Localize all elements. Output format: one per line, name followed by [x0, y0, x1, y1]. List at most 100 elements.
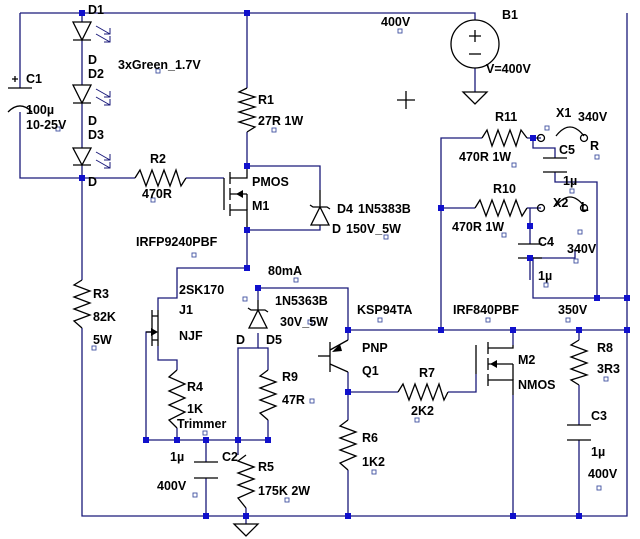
- label-m2-part: IRF840PBF: [453, 303, 519, 317]
- label-r10: R10: [493, 182, 516, 196]
- label-r4: R4: [187, 380, 203, 394]
- label-r9-value: 47R: [282, 393, 305, 407]
- label-x2-value: 340V: [567, 242, 597, 256]
- label-c2-voltage: 400V: [157, 479, 187, 493]
- label-d4-type: D: [332, 222, 341, 236]
- capacitor-c5: [543, 157, 567, 173]
- led-d3: [71, 147, 111, 169]
- label-r5: R5: [258, 460, 274, 474]
- label-c4-value: 1µ: [538, 269, 552, 283]
- label-c3: C3: [591, 409, 607, 423]
- label-x2-pin: L: [581, 200, 589, 214]
- label-c1: C1: [26, 72, 42, 86]
- capacitor-c2: [194, 461, 218, 479]
- label-pmos: PMOS: [252, 175, 289, 189]
- label-r4-note: Trimmer: [177, 417, 226, 431]
- label-net-350v: 350V: [558, 303, 588, 317]
- label-x1: X1: [556, 106, 571, 120]
- label-c1-value: 100µ: [26, 103, 54, 117]
- label-d1-type: D: [88, 53, 97, 67]
- led-d2: [71, 84, 111, 106]
- source-b1: [450, 19, 500, 69]
- label-d2-type: D: [88, 114, 97, 128]
- label-leds: 3xGreen_1.7V: [118, 58, 201, 72]
- mosfet-m2: [475, 342, 514, 395]
- jfet-j1: [146, 310, 159, 346]
- label-c3-value: 1µ: [591, 445, 605, 459]
- label-c2-value: 1µ: [170, 450, 184, 464]
- led-d1: [71, 21, 111, 43]
- label-r7-value: 2K2: [411, 404, 434, 418]
- label-j1-part: 2SK170: [179, 283, 224, 297]
- resistor-r3: [72, 279, 92, 329]
- label-j1: J1: [179, 303, 193, 317]
- label-r5-value: 175K 2W: [258, 484, 310, 498]
- label-c2: C2: [222, 450, 238, 464]
- label-m1: M1: [252, 199, 269, 213]
- label-d5-part: 1N5363B: [275, 294, 328, 308]
- label-d5-value: 30V_5W: [280, 315, 328, 329]
- label-c5-value: 1µ: [563, 174, 577, 188]
- resistor-r1: [236, 87, 258, 133]
- crosshair-cursor-icon: [397, 91, 415, 109]
- label-njf: NJF: [179, 329, 203, 343]
- label-d5-type: D: [236, 333, 245, 347]
- label-nmos: NMOS: [518, 378, 556, 392]
- ground-top: [461, 91, 489, 105]
- capacitor-c3: [567, 424, 591, 441]
- labels: D1 D D2 D D3 D 3xGreen_1.7V C1 100µ 10-2…: [26, 3, 620, 498]
- label-c5: C5: [559, 143, 575, 157]
- resistor-r5: [236, 454, 256, 509]
- label-r3-power: 5W: [93, 333, 112, 347]
- capacitor-c1: [7, 76, 33, 113]
- label-m2: M2: [518, 353, 535, 367]
- mosfet-m1: [223, 166, 248, 230]
- resistor-r11: [481, 128, 528, 149]
- label-b1: B1: [502, 8, 518, 22]
- label-r2-value: 470R: [142, 187, 172, 201]
- label-r1: R1: [258, 93, 274, 107]
- label-r11-value: 470R 1W: [459, 150, 511, 164]
- label-d4: D4: [337, 202, 353, 216]
- junction-dots: [79, 10, 630, 519]
- resistor-r8: [569, 339, 590, 386]
- resistor-r9: [258, 369, 278, 421]
- label-c1-voltage: 10-25V: [26, 118, 67, 132]
- resistor-r6: [338, 419, 358, 471]
- connector-x2: [536, 196, 589, 213]
- label-d4-value: 150V_5W: [346, 222, 401, 236]
- label-r6: R6: [362, 431, 378, 445]
- label-d4-part: 1N5383B: [358, 202, 411, 216]
- label-d5: D5: [266, 333, 282, 347]
- label-b1-value: V=400V: [486, 62, 531, 76]
- label-net-400v: 400V: [381, 15, 411, 29]
- label-r6-value: 1K2: [362, 455, 385, 469]
- connector-x1: [536, 126, 589, 143]
- label-q1-part: KSP94TA: [357, 303, 412, 317]
- resistor-r7: [397, 381, 449, 402]
- net-label-markers: [55, 28, 609, 503]
- label-q1: Q1: [362, 364, 379, 378]
- label-d2: D2: [88, 67, 104, 81]
- label-x1-pin: R: [590, 139, 599, 153]
- zener-d4: [309, 190, 331, 226]
- label-m1-part: IRFP9240PBF: [136, 235, 218, 249]
- label-current: 80mA: [268, 264, 302, 278]
- label-d1: D1: [88, 3, 104, 17]
- label-r2: R2: [150, 152, 166, 166]
- label-c3-voltage: 400V: [588, 467, 618, 481]
- label-c4: C4: [538, 235, 554, 249]
- label-r3-value: 82K: [93, 310, 116, 324]
- label-r8: R8: [597, 341, 613, 355]
- resistor-r4: [167, 369, 187, 429]
- label-r9: R9: [282, 370, 298, 384]
- resistor-r10: [474, 198, 528, 218]
- label-x1-value: 340V: [578, 110, 608, 124]
- transistor-q1: [318, 339, 349, 373]
- label-r11: R11: [495, 110, 517, 124]
- label-r10-value: 470R 1W: [452, 220, 504, 234]
- label-d3-type: D: [88, 175, 97, 189]
- label-r8-value: 3R3: [597, 362, 620, 376]
- resistor-r2: [134, 167, 187, 188]
